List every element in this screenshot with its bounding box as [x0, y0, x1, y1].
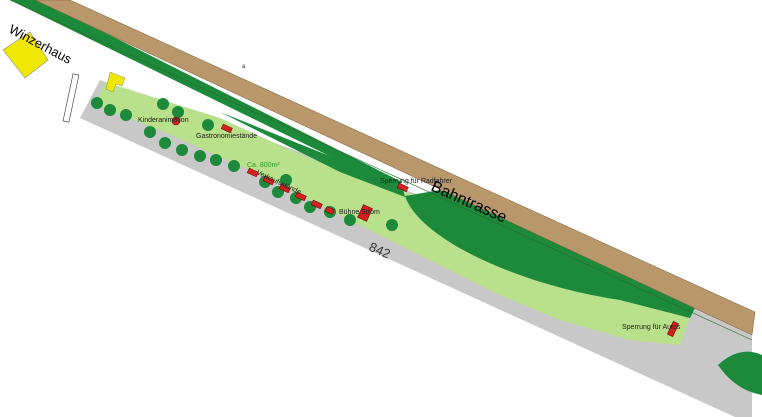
tree — [210, 154, 222, 166]
marker-a: a — [242, 64, 246, 70]
tree — [202, 119, 214, 131]
stand — [324, 206, 335, 215]
stand-kinderanimation — [171, 116, 181, 126]
tree — [344, 214, 356, 226]
tree — [120, 109, 132, 121]
label-sperrung-radfahrer: Sperrung für Radfahrer — [380, 178, 453, 185]
winzerhaus-building — [2, 31, 49, 79]
trees — [91, 97, 398, 231]
barrier-autos — [666, 321, 680, 337]
tree — [157, 98, 169, 110]
tree — [172, 106, 184, 118]
stage-block — [357, 204, 373, 222]
tree — [144, 126, 156, 138]
gate-post — [62, 73, 80, 123]
corner-green — [718, 351, 762, 395]
stand — [310, 199, 323, 210]
tree — [176, 144, 188, 156]
label-buehne: Bühne Strom — [339, 209, 380, 216]
stand — [220, 123, 233, 134]
rail-edge — [9, 0, 753, 341]
stand — [262, 175, 275, 186]
tree — [280, 174, 292, 186]
stands — [171, 116, 680, 337]
green-strip — [10, 0, 402, 188]
stand — [246, 167, 259, 178]
green-wedge — [220, 112, 405, 197]
tree — [91, 97, 103, 109]
stand — [278, 183, 291, 194]
tree — [104, 104, 116, 116]
tree — [159, 137, 171, 149]
stand — [294, 191, 307, 202]
label-area: Ca. 800m² — [247, 162, 280, 169]
rail-track — [34, 0, 756, 336]
yellow-structure — [105, 71, 126, 93]
green-embankment — [405, 190, 700, 318]
label-gastronomie: Gastronomiestände — [196, 133, 257, 140]
tree — [228, 160, 240, 172]
tree — [194, 150, 206, 162]
label-sperrung-autos: Sperrung für Autos — [622, 324, 681, 331]
tree — [386, 219, 398, 231]
label-kinderanimation: Kinderanimation — [138, 117, 189, 124]
barrier-radfahrer — [396, 182, 409, 193]
